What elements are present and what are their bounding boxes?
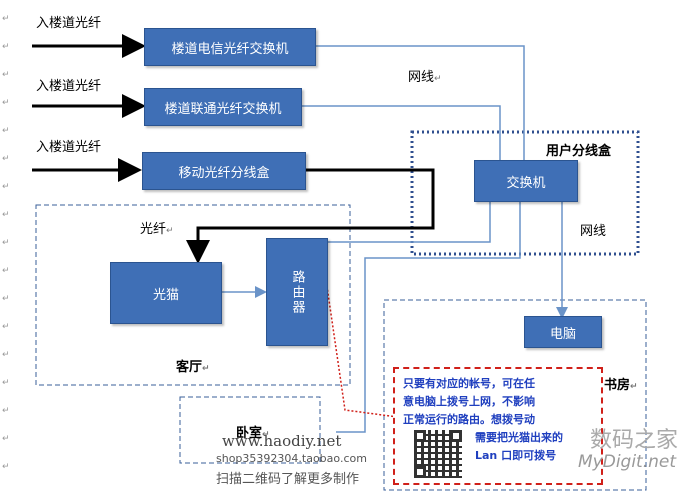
fiber-label: 光纤↵ [140, 222, 174, 237]
study-text: 书房 [604, 378, 631, 393]
link-unicom-switch [302, 105, 501, 160]
router-box: 路由器 [266, 238, 328, 346]
fiber-in-label-1: 入楼道光纤 [36, 16, 102, 31]
user-box-border [410, 130, 640, 256]
note-line-3: 正常运行的路由。想拨号动 [403, 413, 535, 426]
living-room-border [35, 204, 351, 386]
link-switch-router-2 [336, 202, 521, 433]
fiber-in-label-2: 入楼道光纤 [36, 79, 102, 94]
network-cable-label-2: 网线 [580, 224, 607, 239]
note-line-4: 需要把光猫出来的 [475, 431, 563, 444]
living-room-label: 客厅↵ [176, 360, 210, 375]
fiber-text: 光纤 [140, 222, 167, 237]
mobile-splitter-box: 移动光纤分线盒 [142, 152, 306, 190]
user-box-label: 用户分线盒 [546, 144, 612, 159]
brand-en-watermark: MyDigit.net [578, 452, 677, 472]
study-label: 书房↵ [604, 378, 638, 393]
brand-cn-watermark: 数码之家 [590, 428, 679, 453]
scan-watermark: 扫描二维码了解更多制作 [216, 472, 360, 487]
shop-watermark: shop35392304.taobao.com [216, 452, 367, 465]
modem-box: 光猫 [110, 262, 222, 324]
link-switch-router-1 [326, 202, 491, 243]
fiber-in-label-3: 入楼道光纤 [36, 140, 102, 155]
telecom-switch-label: 楼道电信光纤交换机 [171, 41, 289, 57]
bedroom-label: 卧室↵ [236, 426, 270, 441]
note-box: 只要有对应的帐号，可在任 意电脑上拨号上网，不影响 正常运行的路由。想拨号动 需… [393, 367, 603, 485]
bedroom-border [179, 396, 321, 464]
mobile-splitter-label: 移动光纤分线盒 [178, 165, 270, 181]
unicom-switch-label: 楼道联通光纤交换机 [164, 101, 282, 117]
fiber-to-modem [186, 168, 435, 264]
network-cable-text-1: 网线 [408, 70, 435, 85]
router-label: 路由器 [289, 269, 305, 315]
note-line-2: 意电脑上拨号上网，不影响 [403, 395, 535, 408]
network-cable-label-1: 网线↵ [408, 70, 442, 85]
unicom-switch-box: 楼道联通光纤交换机 [144, 88, 302, 126]
telecom-switch-box: 楼道电信光纤交换机 [144, 28, 316, 66]
computer-label: 电脑 [549, 326, 576, 342]
living-room-text: 客厅 [176, 360, 203, 375]
link-telecom-switch [316, 45, 525, 160]
note-line-5: Lan 口即可拨号 [475, 449, 557, 462]
study-border [383, 299, 647, 491]
modem-label: 光猫 [152, 287, 179, 303]
note-line-1: 只要有对应的帐号，可在任 [403, 377, 535, 390]
computer-box: 电脑 [524, 316, 602, 348]
switch-label: 交换机 [506, 175, 546, 191]
note-pointer [323, 265, 406, 419]
bedroom-text: 卧室 [236, 426, 263, 441]
site-watermark: www.haodiy.net [222, 432, 342, 450]
qr-code [414, 430, 462, 478]
switch-box: 交换机 [474, 160, 578, 202]
